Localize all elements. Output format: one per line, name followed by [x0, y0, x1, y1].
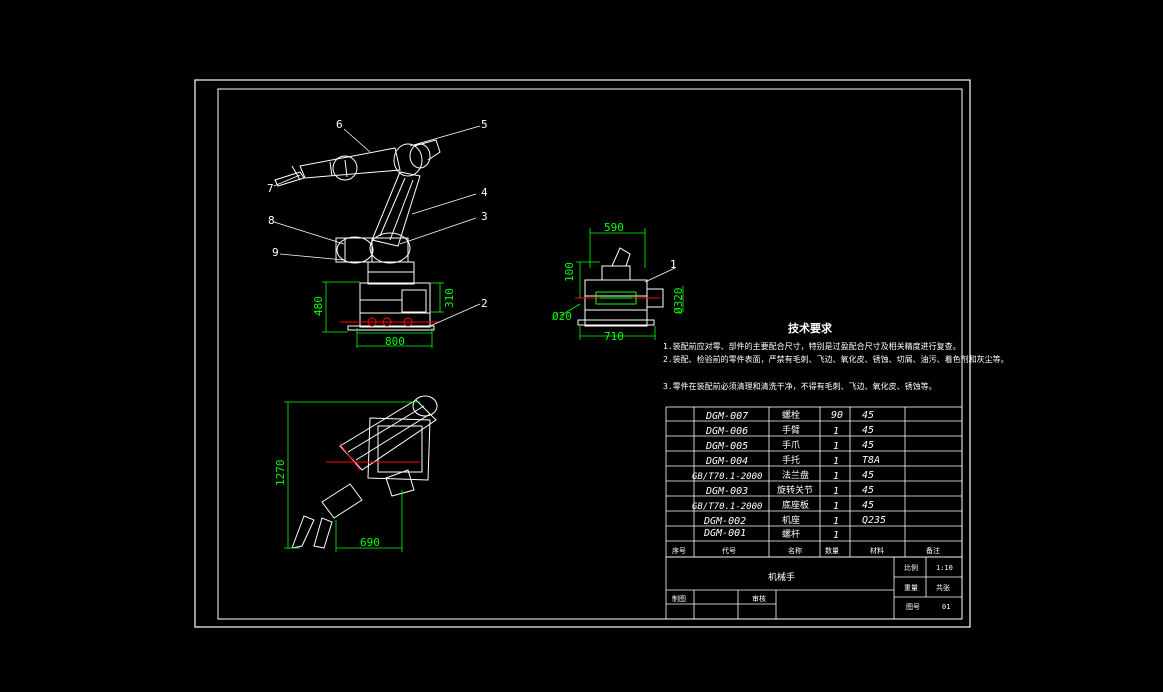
checked-by-label: 审核	[752, 594, 766, 603]
table-row: DGM-005 手爪 1 45	[705, 439, 874, 452]
front-view	[575, 247, 664, 327]
top-view	[291, 395, 438, 549]
dim-100: 100	[563, 262, 576, 282]
table-row: DGM-003 旋转关节 1 45	[705, 484, 874, 497]
scale-label: 比例	[904, 563, 918, 572]
drawing-name: 机械手	[768, 571, 795, 583]
table-row: GB/T70.1-2000 法兰盘 1 45	[692, 469, 874, 482]
part-material: Q235	[862, 515, 886, 526]
part-qty: 1	[833, 441, 839, 452]
title-block-text: 机械手 比例 1:10 重量 共张 制图 审核 图号 01	[672, 563, 953, 611]
part-code: DGM-003	[705, 486, 748, 497]
part-name: 旋转关节	[777, 484, 813, 496]
header-qty: 数量	[825, 546, 839, 555]
tech-requirements-title: 技术要求	[788, 321, 833, 335]
side-view	[274, 139, 441, 331]
weight-label: 重量	[904, 584, 918, 592]
part-name: 法兰盘	[782, 469, 809, 481]
dim-dia20: Ø20	[552, 310, 572, 323]
balloon-6: 6	[336, 118, 343, 131]
sheet-frame	[194, 79, 971, 628]
part-qty: 1	[833, 516, 839, 527]
dim-1270: 1270	[274, 460, 287, 487]
header-name: 名称	[788, 546, 802, 555]
balloon-8: 8	[268, 214, 275, 227]
part-qty: 1	[833, 486, 839, 497]
part-name: 手托	[782, 454, 800, 466]
part-qty: 1	[833, 456, 839, 467]
balloon-5: 5	[481, 118, 488, 131]
dim-690: 690	[360, 536, 380, 549]
table-row: DGM-006 手臂 1 45	[705, 424, 874, 437]
tech-requirement-line-3: 3.零件在装配前必须清理和清洗干净，不得有毛刺、飞边、氧化皮、锈蚀等。	[663, 381, 937, 391]
dim-310: 310	[443, 288, 456, 308]
header-index: 序号	[672, 546, 686, 555]
balloon-3: 3	[481, 210, 488, 223]
sheet-label: 共张	[936, 583, 950, 592]
part-name: 螺栓	[782, 409, 800, 421]
part-code: DGM-006	[705, 426, 748, 437]
part-qty: 1	[833, 471, 839, 482]
part-code: GB/T70.1-2000	[692, 502, 762, 512]
part-material: 45	[862, 500, 874, 511]
header-code: 代号	[722, 546, 736, 555]
front-view-dimensions	[559, 228, 684, 340]
balloon-2: 2	[481, 297, 488, 310]
part-material: 45	[862, 410, 874, 421]
balloon-9: 9	[272, 246, 279, 259]
part-material: 45	[862, 440, 874, 451]
tech-requirements: 技术要求 1.装配前应对零、部件的主要配合尺寸，特别是过盈配合尺寸及相关精度进行…	[663, 321, 1009, 391]
part-name: 手臂	[782, 424, 800, 436]
side-view-dimensions	[322, 281, 444, 348]
part-material: 45	[862, 485, 874, 496]
table-row: DGM-004 手托 1 T8A	[705, 454, 880, 467]
dim-480: 480	[312, 296, 325, 316]
table-header: 序号 代号 名称 数量 材料 备注	[672, 546, 940, 555]
side-view-balloons: 6 5 7 4 8 3 9 2	[267, 118, 488, 310]
part-code: GB/T70.1-2000	[692, 472, 762, 482]
tech-requirement-line-2: 2.装配、检验前的零件表面，严禁有毛刺、飞边、氧化皮、锈蚀、切屑、油污、着色剂和…	[663, 354, 1009, 364]
title-block	[665, 556, 963, 620]
drawing-no-value: 01	[942, 603, 950, 611]
part-code: DGM-004	[705, 456, 748, 467]
balloon-4: 4	[481, 186, 488, 199]
part-code: DGM-007	[705, 411, 748, 422]
part-qty: 1	[833, 501, 839, 512]
header-material: 材料	[870, 546, 884, 555]
table-row: DGM-002 机座 1 Q235	[703, 514, 886, 527]
part-code: DGM-001	[703, 528, 746, 539]
header-remark: 备注	[926, 546, 940, 555]
balloon-1: 1	[670, 258, 677, 271]
table-row: GB/T70.1-2000 底座板 1 45	[692, 499, 874, 512]
front-view-leader	[644, 267, 676, 283]
dim-590: 590	[604, 221, 624, 234]
dim-800: 800	[385, 335, 405, 348]
part-name: 螺杆	[782, 528, 800, 540]
part-material: T8A	[862, 455, 880, 466]
part-qty: 1	[833, 530, 839, 541]
drawn-by-label: 制图	[672, 594, 686, 603]
part-name: 手爪	[782, 439, 800, 451]
part-material: 45	[862, 470, 874, 481]
dim-dia320: Ø320	[672, 288, 685, 315]
drawing-no-label: 图号	[906, 603, 920, 611]
scale-value: 1:10	[936, 564, 953, 572]
parts-table	[665, 406, 963, 558]
part-name: 底座板	[782, 499, 809, 511]
dim-710: 710	[604, 330, 624, 343]
part-material: 45	[862, 425, 874, 436]
part-name: 机座	[782, 514, 800, 526]
part-code: DGM-002	[703, 516, 746, 527]
top-view-dimensions	[284, 401, 420, 552]
balloon-7: 7	[267, 182, 274, 195]
part-qty: 90	[831, 410, 843, 421]
parts-table-rows: DGM-007 螺栓 90 45 DGM-006 手臂 1 45 DGM-005…	[672, 409, 940, 555]
tech-requirement-line-1: 1.装配前应对零、部件的主要配合尺寸，特别是过盈配合尺寸及相关精度进行复查。	[663, 341, 961, 351]
table-row: DGM-001 螺杆 1	[703, 528, 839, 541]
side-view-leaders	[273, 125, 481, 327]
table-row: DGM-007 螺栓 90 45	[705, 409, 874, 422]
part-qty: 1	[833, 426, 839, 437]
part-code: DGM-005	[705, 441, 748, 452]
